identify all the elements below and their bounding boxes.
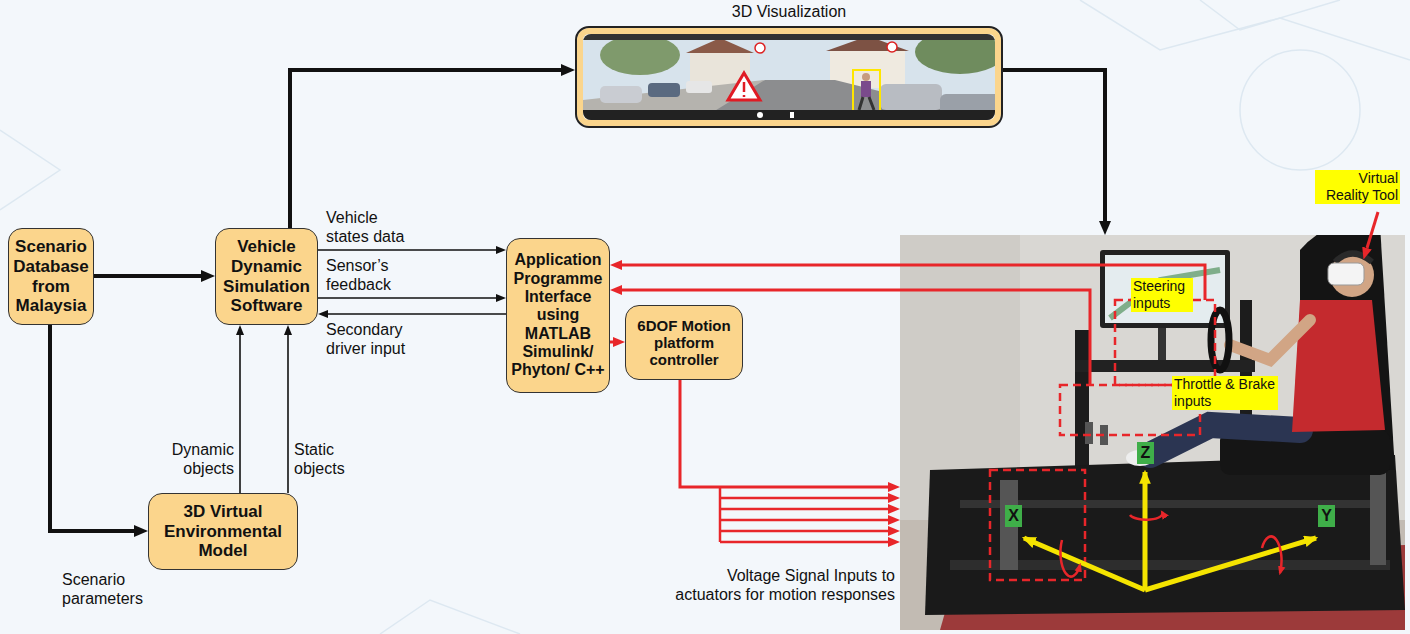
edge-label: Dynamic objects <box>158 440 234 478</box>
signal-line <box>720 497 888 500</box>
node-label: Application Programme Interface using MA… <box>511 251 605 380</box>
axis-arrow <box>1145 538 1316 590</box>
connector <box>50 325 134 531</box>
dashboard-icon <box>790 112 794 118</box>
detection-box <box>853 70 880 114</box>
leader-line <box>1367 212 1378 248</box>
process-box: Vehicle Dynamic Simulation Software <box>215 228 318 325</box>
callout-label: Throttle & Brake inputs <box>1172 376 1278 410</box>
axis-label: X <box>1005 505 1022 527</box>
motion-base <box>960 500 1380 508</box>
warning-mark <box>743 82 746 97</box>
axis-arrow <box>1024 538 1145 590</box>
signal-line <box>720 541 888 544</box>
driver-arm <box>1230 320 1310 360</box>
edge-label: Vehicle states data <box>326 208 410 246</box>
node-label: Vehicle Dynamic Simulation Software <box>220 237 313 315</box>
axis-label: Y <box>1318 505 1335 527</box>
simulator-photo <box>900 235 1405 630</box>
pattern-line <box>1080 0 1410 60</box>
edge-label: Voltage Signal Inputs to actuators for m… <box>665 566 895 604</box>
dashboard <box>583 110 995 120</box>
panel-heading: 3D Visualization <box>575 2 1003 22</box>
connector <box>610 341 613 344</box>
rotation-arrow <box>1130 512 1162 520</box>
pedestrian <box>862 73 870 81</box>
vr-headset <box>1328 263 1364 285</box>
node-label: 6DOF Motion platform controller <box>630 317 738 369</box>
connector <box>94 274 201 278</box>
connector <box>290 70 561 228</box>
street-scene <box>583 34 995 120</box>
image-frame <box>575 26 1003 128</box>
road <box>583 80 995 120</box>
parked-car <box>686 81 712 93</box>
dashboard-icon <box>757 112 763 118</box>
axis-arrow <box>1143 472 1148 590</box>
signal-line <box>720 519 888 522</box>
edge-label: Secondary driver input <box>326 320 416 358</box>
road-sign <box>887 42 897 52</box>
callout-label: Virtual Reality Tool <box>1315 170 1400 204</box>
signal-line <box>720 530 888 533</box>
pedestrian <box>859 97 874 110</box>
pattern-line <box>1240 50 1360 170</box>
process-box: 6DOF Motion platform controller <box>625 305 743 380</box>
monitor-stand <box>1158 325 1166 365</box>
connector <box>287 335 289 493</box>
connector <box>328 313 506 315</box>
signal-bus <box>719 487 722 542</box>
signal-fan <box>720 487 888 542</box>
parked-car <box>600 86 642 103</box>
pattern-line <box>0 130 60 210</box>
motion-base <box>925 455 1405 615</box>
callout-label: Steering inputs <box>1131 278 1193 312</box>
connector <box>239 335 241 493</box>
connector <box>622 264 900 267</box>
roof <box>686 38 754 53</box>
node-label: Scenario Database from Malaysia <box>13 237 89 315</box>
connector <box>622 289 900 292</box>
visualization-panel: 3D Visualization <box>575 2 1003 128</box>
actuator <box>1370 470 1386 565</box>
process-box: 3D Virtual Environmental Model <box>148 493 298 570</box>
connector <box>680 380 888 487</box>
warning-triangle <box>728 73 760 100</box>
steering-wheel <box>1211 310 1229 370</box>
car <box>880 84 942 110</box>
signal-line <box>720 508 888 511</box>
driver-legs <box>1150 425 1300 455</box>
tree <box>600 35 680 75</box>
edge-label: Sensor’s feedback <box>326 256 410 294</box>
edge-label: Static objects <box>294 440 354 478</box>
pattern-line <box>380 600 520 634</box>
pedal <box>1085 422 1093 444</box>
axes <box>1024 472 1316 590</box>
simulator-photo: Virtual Reality ToolSteering inputsThrot… <box>900 235 1405 630</box>
rotation-arrow <box>1060 540 1080 577</box>
driver-hair <box>1335 254 1372 263</box>
rotation-arrows <box>1060 512 1281 577</box>
edge-label: Scenario parameters <box>62 570 150 608</box>
connector <box>1003 70 1105 221</box>
process-box: Scenario Database from Malaysia <box>8 228 94 325</box>
pedestrian <box>861 81 871 97</box>
process-box: Application Programme Interface using MA… <box>506 238 610 393</box>
pattern-line <box>1200 0 1340 30</box>
parked-car <box>648 83 680 97</box>
road-sign <box>755 43 765 53</box>
windshield-frame <box>583 34 995 40</box>
highlight-box <box>990 300 1215 580</box>
monitor <box>1100 250 1230 328</box>
rotation-arrow <box>1262 536 1282 573</box>
signal-wire <box>900 290 1090 385</box>
node-label: 3D Virtual Environmental Model <box>153 502 293 561</box>
axis-label: Z <box>1137 442 1154 464</box>
highlight-box <box>990 470 1085 580</box>
highlight-box <box>1115 300 1215 385</box>
connector <box>318 297 496 299</box>
connector <box>318 249 496 251</box>
